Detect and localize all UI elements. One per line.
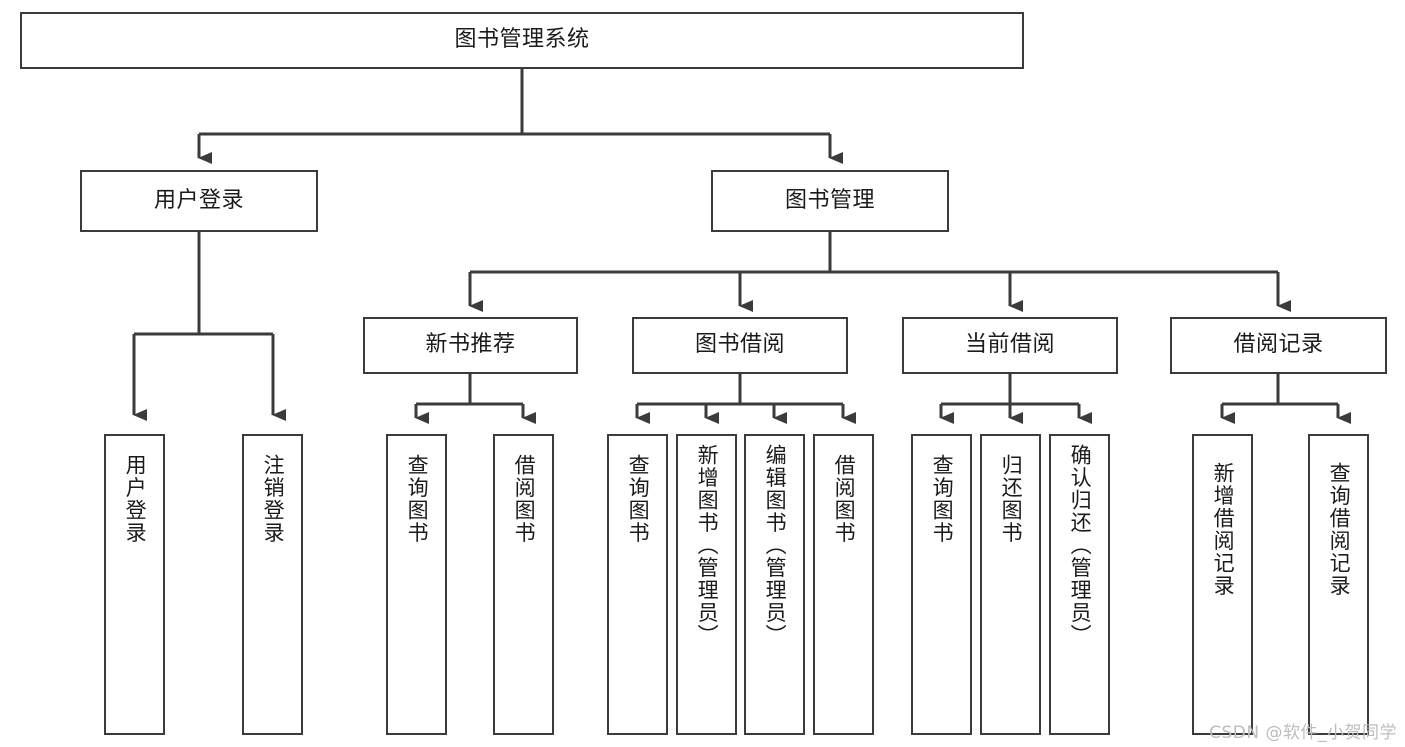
node-label: 归还图书	[999, 454, 1024, 544]
leaf-user-login-logout[interactable]: 注销登录	[242, 434, 303, 735]
leaf-book-borrow-add[interactable]: 新增图书（管理员）	[676, 434, 737, 735]
node-book-manage[interactable]: 图书管理	[711, 170, 949, 232]
node-label: 用户登录	[123, 454, 148, 544]
leaf-current-borrow-return[interactable]: 归还图书	[980, 434, 1041, 735]
leaf-book-borrow-borrow[interactable]: 借阅图书	[813, 434, 874, 735]
leaf-book-borrow-query[interactable]: 查询图书	[607, 434, 668, 735]
node-current-borrow[interactable]: 当前借阅	[902, 317, 1118, 374]
node-label: 图书管理	[784, 187, 875, 213]
node-label: 用户登录	[153, 187, 244, 213]
node-label: 图书借阅	[694, 332, 785, 358]
node-borrow-record[interactable]: 借阅记录	[1170, 317, 1387, 374]
node-label: 新书推荐	[425, 332, 516, 358]
leaf-new-book-query[interactable]: 查询图书	[386, 434, 447, 735]
node-book-borrow[interactable]: 图书借阅	[632, 317, 848, 374]
node-label: 注销登录	[261, 454, 286, 544]
leaf-current-borrow-query[interactable]: 查询图书	[911, 434, 972, 735]
node-label: 当前借阅	[964, 332, 1055, 358]
node-label: 新增图书（管理员）	[695, 444, 720, 647]
node-user-login[interactable]: 用户登录	[80, 170, 318, 232]
node-label: 借阅图书	[512, 454, 537, 544]
node-label: 图书管理系统	[454, 27, 590, 53]
node-label: 查询图书	[930, 454, 955, 544]
node-label: 借阅图书	[832, 454, 857, 544]
node-label: 新增借阅记录	[1211, 462, 1236, 597]
node-label: 确认归还（管理员）	[1068, 444, 1093, 647]
leaf-borrow-record-query[interactable]: 查询借阅记录	[1308, 434, 1369, 735]
node-label: 查询借阅记录	[1327, 462, 1352, 597]
leaf-book-borrow-edit[interactable]: 编辑图书（管理员）	[744, 434, 805, 735]
node-label: 借阅记录	[1233, 332, 1324, 358]
leaf-current-borrow-confirm[interactable]: 确认归还（管理员）	[1049, 434, 1110, 735]
node-label: 编辑图书（管理员）	[763, 444, 788, 647]
node-label: 查询图书	[626, 454, 651, 544]
node-new-book-recommend[interactable]: 新书推荐	[363, 317, 578, 374]
leaf-borrow-record-add[interactable]: 新增借阅记录	[1192, 434, 1253, 735]
node-label: 查询图书	[405, 454, 430, 544]
leaf-new-book-borrow[interactable]: 借阅图书	[493, 434, 554, 735]
node-root-system[interactable]: 图书管理系统	[20, 12, 1024, 69]
leaf-user-login-login[interactable]: 用户登录	[104, 434, 165, 735]
